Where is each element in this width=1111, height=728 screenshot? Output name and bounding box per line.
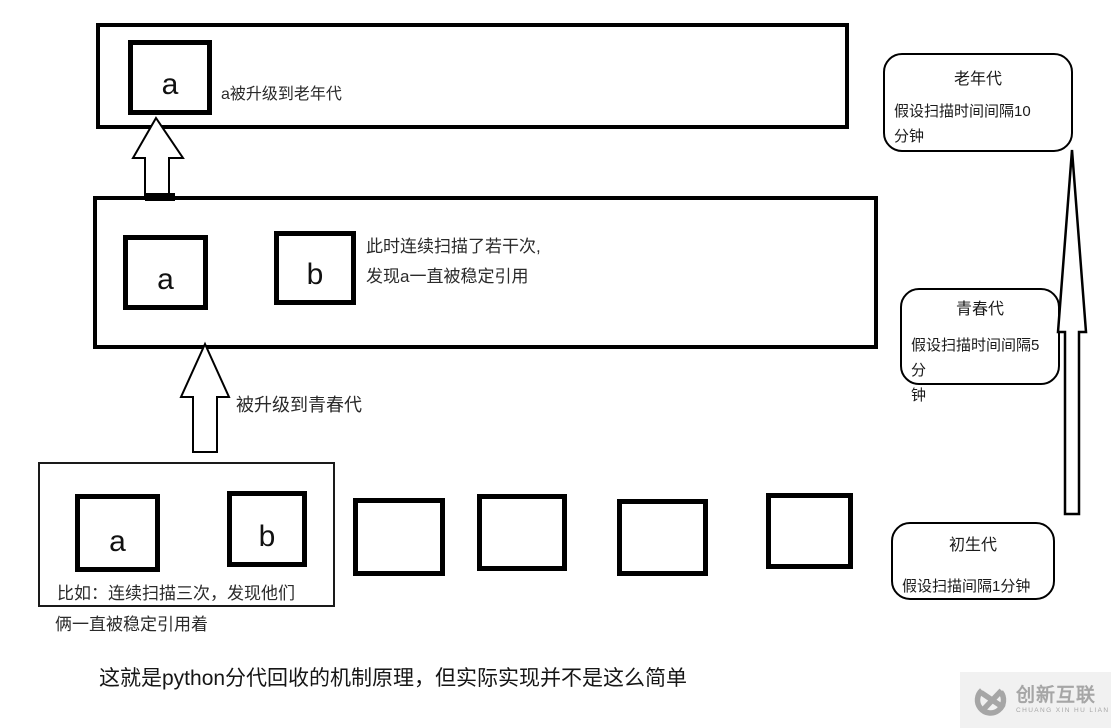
legend-young-generation-box: 青春代 假设扫描时间间隔5分 钟	[900, 288, 1060, 404]
empty-slot-box-4	[766, 493, 853, 569]
empty-slot-box-1	[353, 498, 445, 576]
legend-newborn-desc-line1: 假设扫描间隔1分钟	[902, 578, 1031, 595]
scan-timeline-arrow-icon	[1056, 149, 1088, 516]
object-a-newborn-cell: a	[75, 494, 160, 572]
object-b-label: b	[258, 520, 276, 553]
young-box-annotation: 此时连续扫描了若干次, 发现a一直被稳定引用	[366, 232, 541, 292]
legend-old-generation-box: 老年代 假设扫描时间间隔10 分钟	[883, 53, 1073, 152]
old-box-annotation: a被升级到老年代	[221, 86, 342, 103]
newborn-caption-inside: 比如：连续扫描三次，发现他们	[57, 584, 295, 603]
cx-logo-icon	[974, 684, 1007, 716]
object-a-old-cell: a	[128, 40, 212, 115]
young-generation-container: a b 此时连续扫描了若干次, 发现a一直被稳定引用	[93, 196, 878, 349]
legend-young-desc-line2: 钟	[911, 387, 927, 404]
object-a-label: a	[161, 68, 179, 101]
watermark-subtitle: CHUANG XIN HU LIAN	[1016, 706, 1110, 714]
legend-old-desc-line1: 假设扫描时间间隔10	[894, 103, 1031, 120]
legend-old-title: 老年代	[953, 71, 1002, 88]
legend-young-desc: 假设扫描时间间隔5分 钟	[911, 333, 1052, 408]
newborn-caption-below: 俩一直被稳定引用着	[55, 615, 208, 634]
legend-young-desc-line1: 假设扫描时间间隔5分	[911, 337, 1040, 379]
promote-to-young-label: 被升级到青春代	[236, 395, 362, 415]
empty-slot-box-3	[617, 499, 708, 576]
object-a-label: a	[109, 525, 126, 558]
old-generation-container: a a被升级到老年代	[96, 23, 849, 129]
object-b-young-cell: b	[274, 231, 356, 305]
object-a-young-cell: a	[123, 235, 208, 310]
object-a-label: a	[157, 263, 174, 296]
empty-slot-box-2	[477, 494, 567, 571]
legend-young-title: 青春代	[955, 301, 1004, 318]
legend-old-desc: 假设扫描时间间隔10 分钟	[894, 99, 1065, 149]
legend-newborn-generation-box: 初生代 假设扫描间隔1分钟	[891, 522, 1055, 600]
watermark-name: 创新互联	[1016, 684, 1097, 706]
legend-newborn-desc: 假设扫描间隔1分钟	[902, 574, 1047, 599]
object-b-label: b	[306, 258, 324, 291]
promotion-arrow-to-young-icon	[179, 341, 231, 453]
legend-newborn-title: 初生代	[948, 537, 997, 554]
young-annotation-line1: 此时连续扫描了若干次,	[366, 237, 541, 256]
watermark: 创新互联 CHUANG XIN HU LIAN	[960, 672, 1111, 728]
object-b-newborn-cell: b	[227, 491, 307, 567]
footer-text: 这就是python分代回收的机制原理，但实际实现并不是这么简单	[99, 667, 688, 690]
legend-old-desc-line2: 分钟	[894, 128, 925, 145]
newborn-generation-container: a b 比如：连续扫描三次，发现他们	[38, 462, 335, 607]
promotion-arrow-to-old-icon	[131, 116, 185, 201]
young-annotation-line2: 发现a一直被稳定引用	[366, 267, 529, 286]
